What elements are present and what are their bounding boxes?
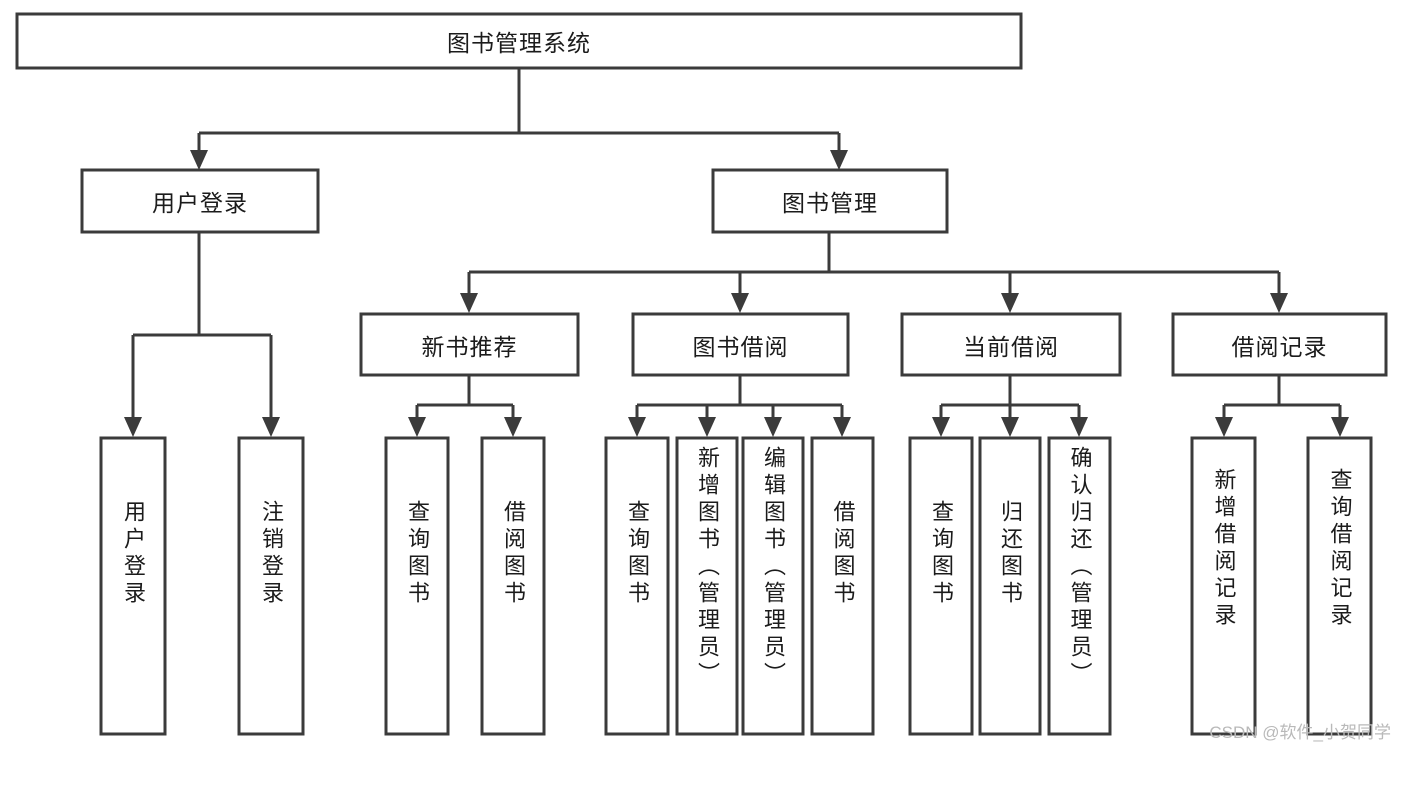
leaf-box-new-book-0[interactable] — [384, 436, 450, 736]
connector-bookmgmt-to-level2 — [460, 232, 1288, 313]
leaf-box-book-borrow-3[interactable] — [810, 436, 875, 736]
leaf-box-borrow-record-0[interactable] — [1190, 436, 1257, 736]
connector-newbook-to-leaves — [408, 375, 522, 437]
leaf-box-book-borrow-0[interactable] — [604, 436, 670, 736]
diagram-canvas: 图书管理系统 用户登录 图书管理 新书推荐 图书借阅 当前借阅 借阅记录 用户登… — [15, 12, 1391, 742]
node-current-borrow[interactable] — [900, 312, 1122, 377]
node-root[interactable] — [15, 12, 1023, 70]
leaf-box-user-login-0[interactable] — [99, 436, 167, 736]
connector-currentborrow-to-leaves — [932, 375, 1088, 437]
leaf-box-borrow-record-1[interactable] — [1306, 436, 1373, 736]
leaf-box-user-login-1[interactable] — [237, 436, 305, 736]
leaf-box-book-borrow-2[interactable] — [741, 436, 805, 736]
connector-bookborrow-to-leaves — [628, 375, 851, 437]
leaf-box-current-borrow-0[interactable] — [908, 436, 974, 736]
node-book-borrow[interactable] — [631, 312, 850, 377]
node-new-book-recommend[interactable] — [359, 312, 580, 377]
diagram-svg — [15, 12, 1388, 736]
connector-borrowrecord-to-leaves — [1215, 375, 1349, 437]
connector-root-to-level1 — [190, 68, 848, 170]
node-book-management[interactable] — [711, 168, 949, 234]
leaf-box-current-borrow-2[interactable] — [1047, 436, 1112, 736]
node-user-login[interactable] — [80, 168, 320, 234]
connector-userlogin-to-leaves — [124, 232, 280, 437]
leaf-box-new-book-1[interactable] — [480, 436, 546, 736]
leaf-box-book-borrow-1[interactable] — [675, 436, 739, 736]
node-borrow-record[interactable] — [1171, 312, 1388, 377]
leaf-box-current-borrow-1[interactable] — [978, 436, 1042, 736]
